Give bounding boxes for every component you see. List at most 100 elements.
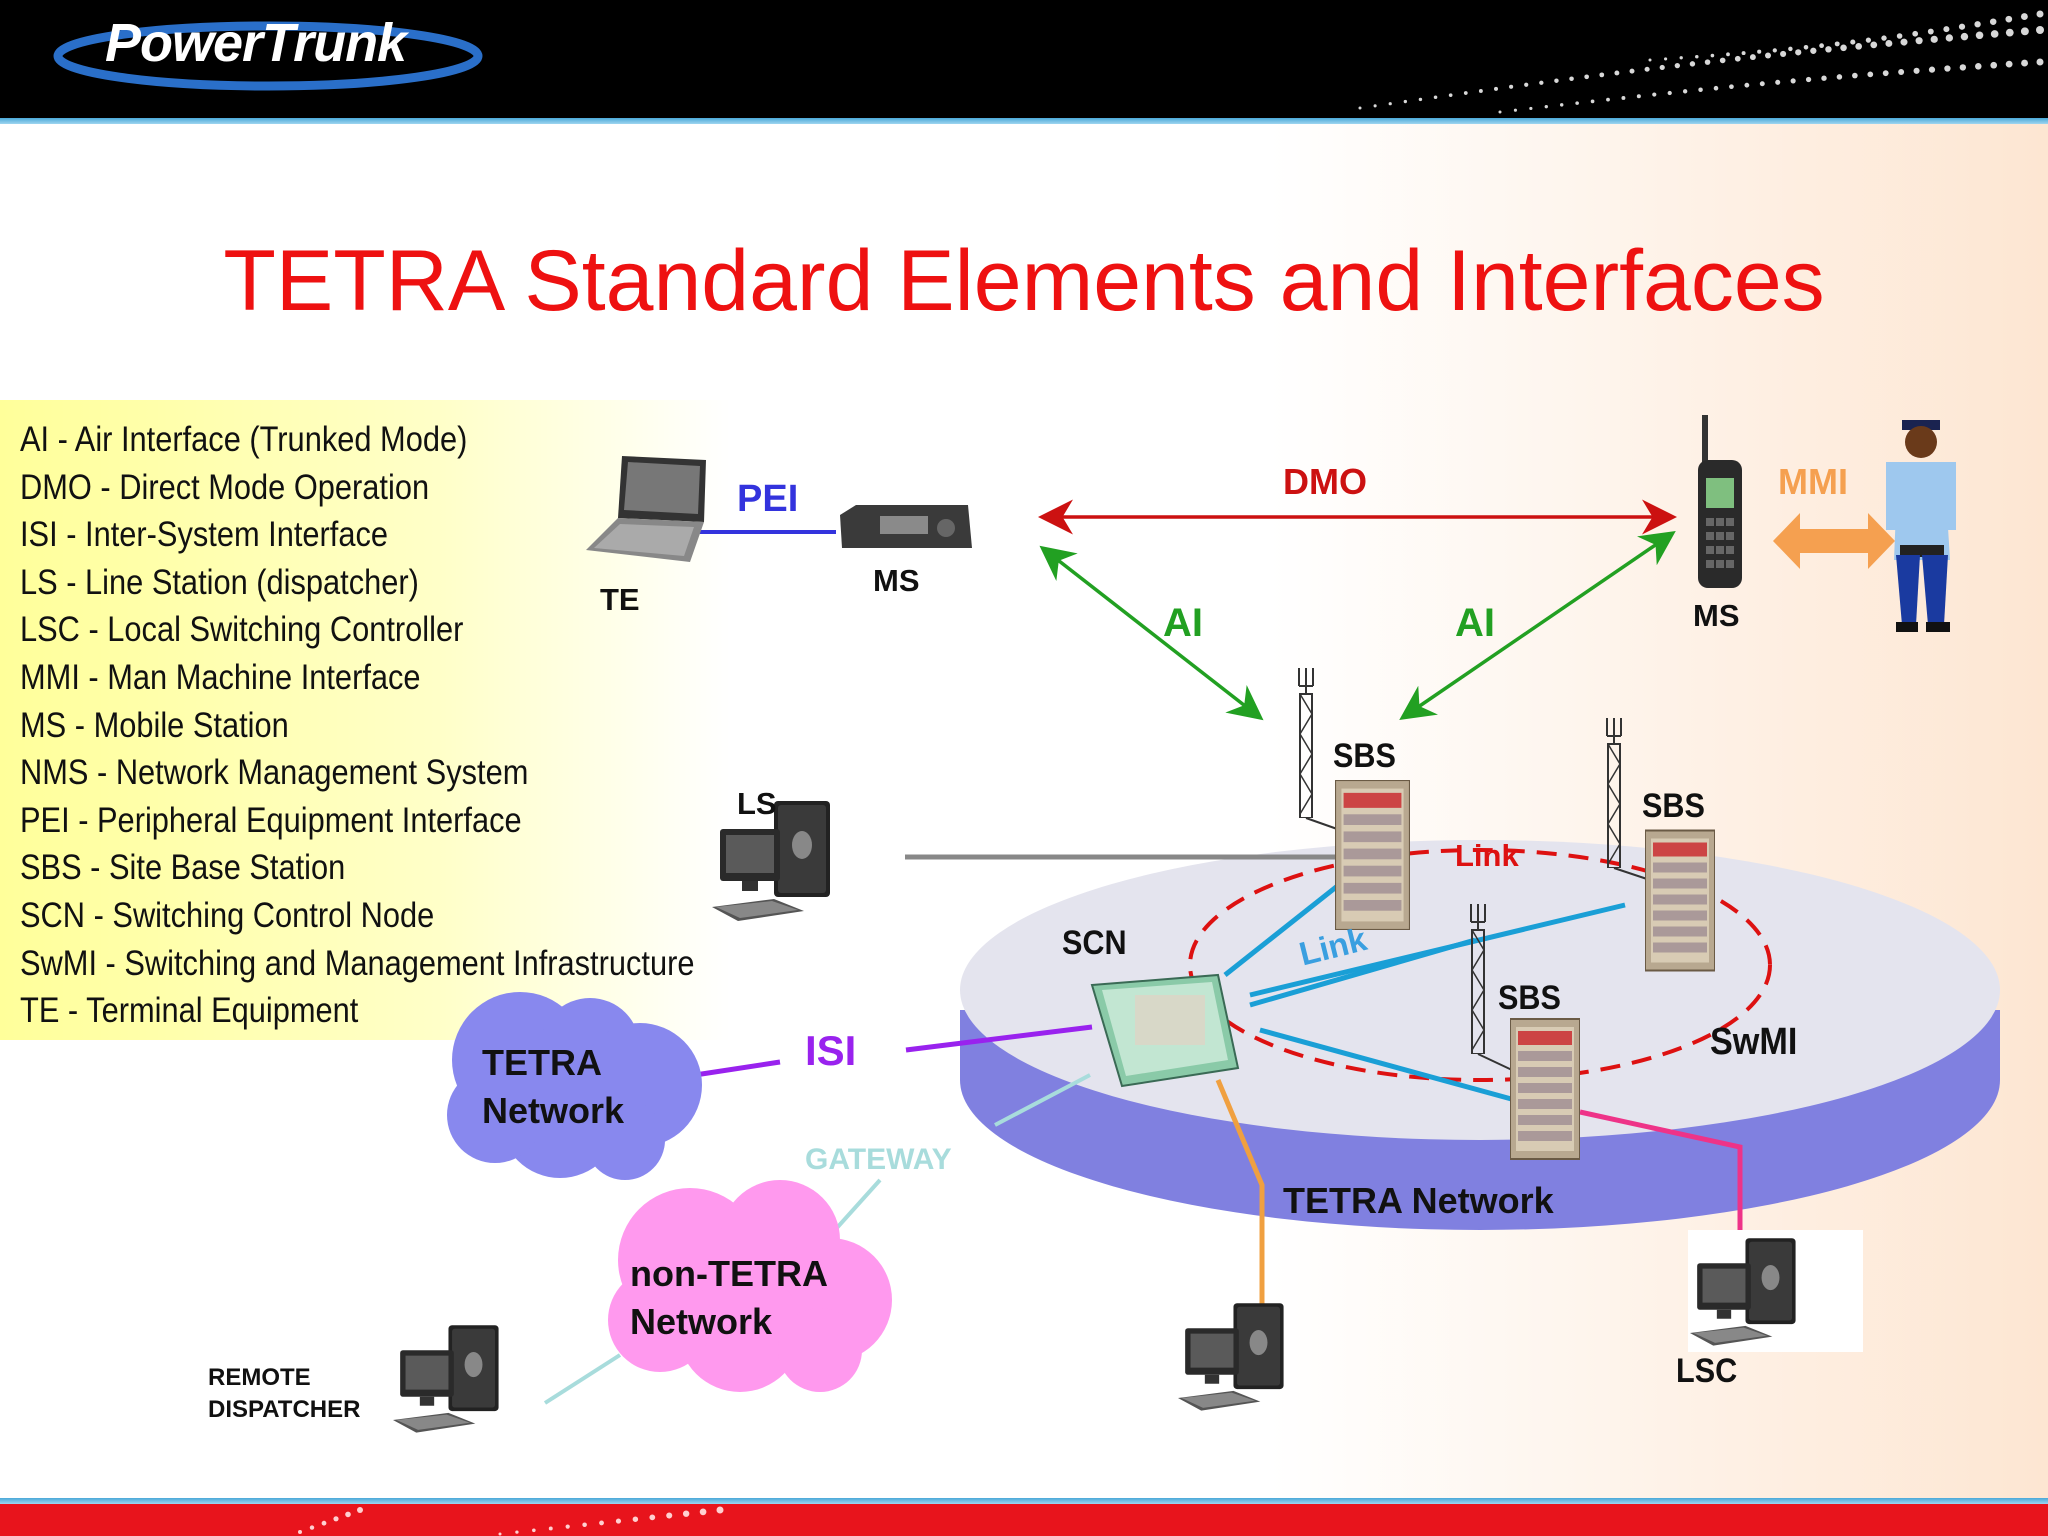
tetra-cloud-label-line2: Network: [482, 1090, 625, 1131]
dot-icon: [1867, 71, 1874, 78]
non-tetra-label-line1: non-TETRA: [630, 1253, 828, 1294]
footer-divider: [0, 1498, 2048, 1504]
dot-icon: [1659, 64, 1665, 71]
dot-icon: [582, 1522, 587, 1528]
dot-icon: [716, 1506, 724, 1514]
header-decoration: [53, 10, 2044, 114]
legend-item: PEI - Peripheral Equipment Interface: [20, 800, 522, 840]
dot-icon: [1960, 32, 1969, 41]
ls-label: LS: [737, 786, 777, 821]
legend-item: ISI - Inter-System Interface: [20, 515, 389, 555]
pei-label: PEI: [737, 478, 799, 520]
dot-icon: [1803, 45, 1809, 50]
gateway-line-mid: [833, 1178, 882, 1232]
dot-icon: [1710, 53, 1715, 58]
sbs-ring-link: [1188, 848, 1772, 1082]
dot-icon: [1448, 93, 1453, 97]
base-station-cabinet-icon: [1510, 1018, 1580, 1160]
dot-icon: [1943, 26, 1950, 33]
legend-item: MS - Mobile Station: [20, 705, 289, 745]
gateway-line-bottom: [543, 1353, 622, 1405]
base-station-cabinet-icon: [1645, 829, 1715, 972]
dot-icon: [1590, 99, 1595, 104]
dot-icon: [1664, 57, 1668, 61]
dot-icon: [1928, 66, 1936, 73]
dot-icon: [1606, 97, 1610, 102]
dot-icon: [1734, 55, 1741, 62]
dot-icon: [1790, 78, 1796, 84]
dot-icon: [1667, 90, 1672, 96]
dot-icon: [1974, 21, 1981, 28]
dot-icon: [2036, 10, 2044, 18]
dot-icon: [1513, 108, 1517, 112]
legend-item: NMS - Network Management System: [20, 753, 529, 793]
dot-icon: [357, 1507, 363, 1513]
dot-icon: [1959, 64, 1967, 71]
dot-icon: [1614, 70, 1620, 76]
dot-icon: [1870, 41, 1878, 49]
dot-icon: [1765, 52, 1771, 59]
legend-item: SCN - Switching Control Node: [20, 895, 435, 935]
dot-icon: [599, 1520, 604, 1526]
dot-icon: [1958, 23, 1966, 30]
gateway-label: GATEWAY: [805, 1143, 952, 1176]
dot-icon: [1825, 46, 1832, 53]
dot-icon: [2005, 28, 2014, 37]
dot-icon: [1695, 54, 1699, 59]
dot-icon: [1498, 110, 1502, 114]
tetra-network-disc-label: TETRA Network: [1283, 1180, 1554, 1221]
dot-icon: [309, 1525, 315, 1530]
dot-icon: [1674, 62, 1681, 69]
header-bar: PowerTrunk: [0, 0, 2048, 118]
dot-icon: [1990, 30, 1999, 38]
ai-arrow-right: [1399, 531, 1676, 720]
legend-item: SwMI - Switching and Management Infrastr…: [20, 943, 695, 983]
logo-text: PowerTrunk: [105, 13, 407, 73]
dot-icon: [2005, 60, 2013, 68]
sbs-top-label: SBS: [1333, 737, 1396, 775]
dot-icon: [1885, 40, 1893, 47]
dot-icon: [1463, 91, 1468, 95]
non-tetra-network-cloud: [608, 1180, 892, 1392]
swmi-label: SwMI: [1710, 1021, 1798, 1063]
dot-icon: [1896, 33, 1903, 39]
dot-icon: [1927, 28, 1934, 35]
nms-line: [1215, 1079, 1265, 1318]
dot-icon: [1900, 38, 1908, 46]
base-station-cabinet-icon: [1335, 780, 1410, 930]
dot-icon: [649, 1514, 656, 1521]
dot-icon: [1636, 94, 1641, 99]
te-label: TE: [600, 582, 640, 617]
link-red-label: Link: [1455, 838, 1519, 873]
ai-left-label: AI: [1163, 601, 1203, 645]
dot-icon: [1524, 82, 1529, 87]
dot-icon: [1772, 48, 1777, 53]
dot-icon: [1834, 41, 1840, 47]
footer-decoration: [298, 1506, 724, 1536]
handheld-radio-icon: [1698, 415, 1742, 588]
dot-icon: [1599, 72, 1605, 78]
dot-icon: [1788, 46, 1793, 52]
dot-icon: [1698, 87, 1703, 92]
dot-icon: [2036, 26, 2044, 34]
dot-icon: [1373, 104, 1377, 108]
police-officer-icon: [1886, 420, 1956, 632]
dot-icon: [1882, 70, 1889, 77]
dot-icon: [1704, 59, 1711, 65]
dot-icon: [615, 1518, 622, 1524]
lsc-line: [1579, 1109, 1743, 1232]
dot-icon: [1559, 103, 1564, 107]
dot-icon: [1915, 37, 1923, 45]
dot-icon: [498, 1532, 502, 1536]
dot-icon: [515, 1530, 519, 1534]
dot-icon: [1944, 65, 1951, 72]
legend-item: DMO - Direct Mode Operation: [20, 467, 430, 507]
ms-right-label: MS: [1693, 598, 1740, 633]
dot-icon: [1529, 106, 1533, 111]
dot-icon: [1757, 49, 1762, 54]
footer-dots: [298, 1506, 724, 1536]
dot-icon: [1930, 35, 1938, 43]
dot-icon: [1652, 92, 1657, 97]
